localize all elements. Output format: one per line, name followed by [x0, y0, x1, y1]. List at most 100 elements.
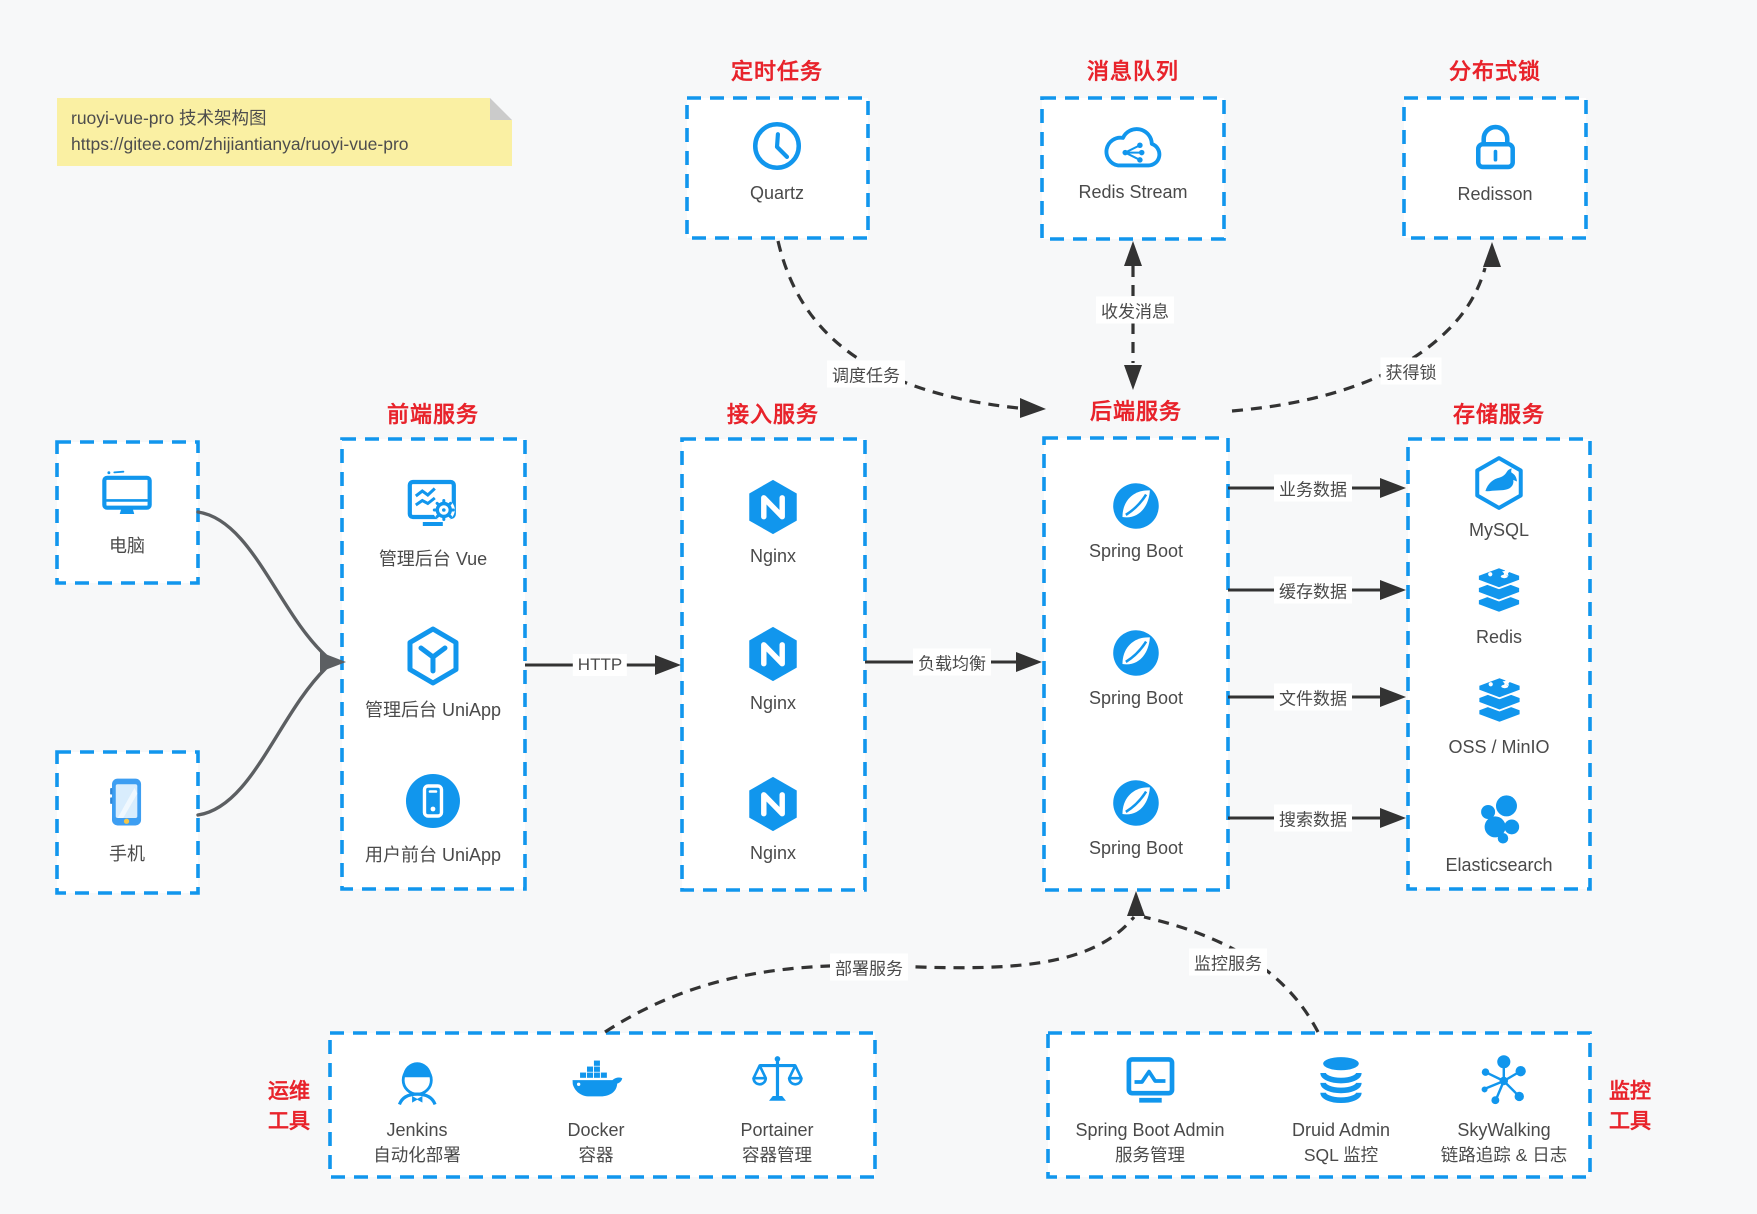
- node-desc: 链路追踪 & 日志: [1440, 1145, 1568, 1165]
- nginx-icon: [749, 776, 797, 832]
- node-nginx-3: Nginx: [742, 773, 804, 864]
- admin-vue-icon: [407, 479, 457, 526]
- docker-icon: [572, 1060, 623, 1097]
- node-label: Spring Boot: [1088, 541, 1184, 561]
- node-springboot-2: Spring Boot: [1089, 626, 1183, 709]
- edge-label-search-data: 搜索数据: [1274, 804, 1352, 832]
- portainer-icon: [751, 1056, 803, 1101]
- node-redis-stream: Redis Stream: [1078, 122, 1188, 203]
- node-mobile: 手机: [97, 772, 157, 866]
- nginx-icon: [749, 626, 797, 682]
- sticky-note: ruoyi-vue-pro 技术架构图 https://gitee.com/zh…: [57, 98, 512, 166]
- node-admin-uniapp: 管理后台 UniApp: [365, 624, 501, 722]
- node-label: Spring Boot: [1088, 838, 1184, 858]
- node-label: Redis Stream: [1078, 182, 1188, 202]
- oss-minio-icon: [1477, 676, 1521, 724]
- desktop-icon: [102, 470, 152, 515]
- node-docker: Docker 容器: [566, 1051, 626, 1168]
- node-label: Quartz: [749, 183, 805, 203]
- note-title: ruoyi-vue-pro 技术架构图: [71, 108, 267, 128]
- node-desc: 容器: [578, 1145, 614, 1165]
- edge-label-schedule: 调度任务: [827, 360, 905, 388]
- padlock-icon: [1475, 124, 1515, 170]
- springboot-admin-icon: [1126, 1057, 1174, 1103]
- edge-label-http: HTTP: [572, 654, 628, 676]
- node-desc: SQL 监控: [1303, 1145, 1379, 1165]
- node-springboot-1: Spring Boot: [1089, 479, 1183, 562]
- node-label: Portainer: [740, 1120, 814, 1140]
- uniapp-circle-icon: [405, 774, 460, 828]
- edge-label-deploy: 部署服务: [830, 953, 908, 981]
- skywalking-icon: [1481, 1055, 1527, 1105]
- edge-label-cache-data: 缓存数据: [1274, 576, 1352, 604]
- spring-icon: [1113, 630, 1159, 676]
- node-label: Spring Boot: [1088, 688, 1184, 708]
- spring-icon: [1113, 483, 1159, 529]
- nginx-icon: [749, 479, 797, 535]
- side-title-monitoring: 监控 工具: [1609, 1080, 1651, 1133]
- node-label: 管理后台 UniApp: [364, 700, 502, 720]
- node-jenkins: Jenkins 自动化部署: [373, 1051, 461, 1168]
- node-portainer: Portainer 容器管理: [740, 1051, 814, 1168]
- group-title-gateway: 接入服务: [726, 402, 820, 427]
- node-label: Elasticsearch: [1445, 855, 1553, 875]
- side-title-ops: 运维 工具: [268, 1080, 310, 1133]
- group-title-scheduled: 定时任务: [730, 59, 824, 84]
- node-label: Redis: [1475, 627, 1523, 647]
- node-desc: 容器管理: [741, 1145, 812, 1165]
- group-title-lock: 分布式锁: [1448, 59, 1542, 84]
- node-label: Nginx: [749, 546, 797, 566]
- group-title-backend: 后端服务: [1089, 399, 1183, 424]
- group-title-storage: 存储服务: [1452, 402, 1546, 427]
- node-label: 电脑: [109, 536, 145, 556]
- node-druid: Druid Admin SQL 监控: [1292, 1051, 1390, 1168]
- node-user-uniapp: 用户前台 UniApp: [365, 769, 501, 867]
- edge-label-message: 收发消息: [1096, 296, 1174, 324]
- group-title-mq: 消息队列: [1086, 59, 1180, 84]
- node-label: Spring Boot Admin: [1075, 1120, 1225, 1140]
- edge-label-acquire-lock: 获得锁: [1380, 357, 1442, 385]
- node-springboot-admin: Spring Boot Admin 服务管理: [1075, 1051, 1225, 1168]
- node-label: OSS / MinIO: [1448, 737, 1550, 757]
- node-label: 管理后台 Vue: [378, 549, 488, 569]
- node-nginx-1: Nginx: [742, 476, 804, 567]
- node-label: SkyWalking: [1457, 1120, 1551, 1140]
- node-quartz: Quartz: [748, 117, 806, 204]
- node-label: Nginx: [749, 693, 797, 713]
- node-label: 用户前台 UniApp: [364, 845, 502, 865]
- node-redis: Redis: [1471, 561, 1527, 648]
- node-label: 手机: [109, 844, 145, 864]
- node-elasticsearch: Elasticsearch: [1445, 791, 1553, 876]
- note-url: https://gitee.com/zhijiantianya/ruoyi-vu…: [71, 134, 409, 154]
- node-pc: 电脑: [98, 466, 156, 558]
- node-mysql: MySQL: [1469, 454, 1529, 541]
- elasticsearch-icon: [1480, 795, 1519, 844]
- node-redisson: Redisson: [1457, 118, 1533, 205]
- node-label: MySQL: [1468, 520, 1530, 540]
- node-oss-minio: OSS / MinIO: [1448, 671, 1550, 758]
- group-title-frontend: 前端服务: [386, 402, 480, 427]
- spring-icon: [1113, 780, 1159, 826]
- node-springboot-3: Spring Boot: [1089, 776, 1183, 859]
- node-skywalking: SkyWalking 链路追踪 & 日志: [1441, 1051, 1567, 1168]
- edge-label-business-data: 业务数据: [1274, 474, 1352, 502]
- node-nginx-2: Nginx: [742, 623, 804, 714]
- edge-label-file-data: 文件数据: [1274, 683, 1352, 711]
- node-label: Druid Admin: [1291, 1120, 1391, 1140]
- cloud-stream-icon: [1104, 127, 1161, 168]
- node-admin-vue: 管理后台 Vue: [379, 473, 487, 571]
- node-label: Jenkins: [386, 1120, 448, 1140]
- edge-label-load-balance: 负载均衡: [913, 648, 991, 676]
- node-label: Nginx: [749, 843, 797, 863]
- smartphone-icon: [110, 778, 142, 826]
- druid-icon: [1320, 1057, 1362, 1104]
- jenkins-icon: [397, 1062, 437, 1106]
- redis-icon: [1477, 566, 1521, 614]
- mysql-icon: [1475, 456, 1523, 510]
- uniapp-hexagon-icon: [407, 626, 459, 686]
- node-desc: 服务管理: [1115, 1145, 1185, 1165]
- edge-label-monitor: 监控服务: [1189, 948, 1267, 976]
- node-desc: 自动化部署: [373, 1145, 461, 1165]
- node-label: Docker: [567, 1120, 625, 1140]
